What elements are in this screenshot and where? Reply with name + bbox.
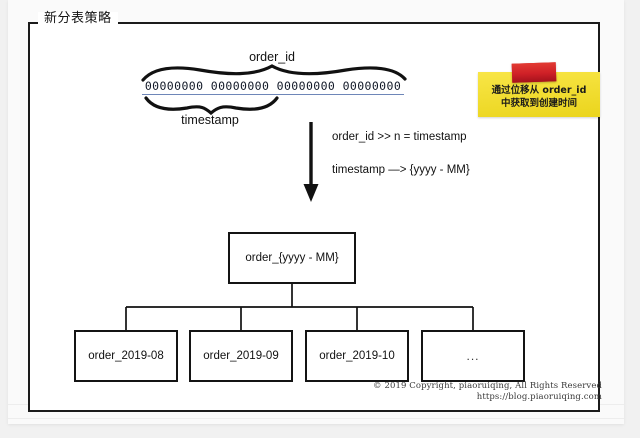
- copyright-url: https://blog.piaoruiqing.com: [476, 392, 602, 402]
- node-leaf-0-label: order_2019-08: [88, 350, 164, 362]
- formula-format: timestamp —> {yyyy - MM}: [332, 164, 470, 176]
- order-id-bits: 00000000 00000000 00000000 00000000: [142, 79, 404, 95]
- order-id-brace: [141, 64, 407, 82]
- node-leaf-1: order_2019-09: [189, 330, 293, 382]
- copyright-text: © 2019 Copyright, piaoruiqing, All Right…: [373, 381, 602, 391]
- node-leaf-1-label: order_2019-09: [203, 350, 279, 362]
- node-leaf-0: order_2019-08: [74, 330, 178, 382]
- sticky-note-tape-icon: [511, 62, 557, 83]
- node-leaf-3-label: ...: [466, 349, 480, 363]
- node-leaf-2: order_2019-10: [305, 330, 409, 382]
- node-root-label: order_{yyyy - MM}: [245, 252, 339, 264]
- diagram-title: 新分表策略: [38, 12, 118, 25]
- copyright-block: © 2019 Copyright, piaoruiqing, All Right…: [373, 381, 602, 403]
- timestamp-label: timestamp: [181, 113, 239, 127]
- sticky-note-line-2: 中获取到创建时间: [500, 98, 577, 109]
- sticky-note: 通过位移从 order_id 中获取到创建时间: [478, 72, 600, 117]
- sticky-note-line-1: 通过位移从 order_id: [491, 85, 587, 96]
- node-leaf-3: ...: [421, 330, 525, 382]
- formula-shift: order_id >> n = timestamp: [332, 131, 467, 143]
- order-id-label: order_id: [249, 50, 295, 64]
- sheet-rule-line: [8, 418, 624, 419]
- sticky-note-text: 通过位移从 order_id 中获取到创建时间: [478, 72, 600, 110]
- node-root-table: order_{yyyy - MM}: [228, 232, 356, 284]
- timestamp-brace: [144, 96, 279, 115]
- node-leaf-2-label: order_2019-10: [319, 350, 395, 362]
